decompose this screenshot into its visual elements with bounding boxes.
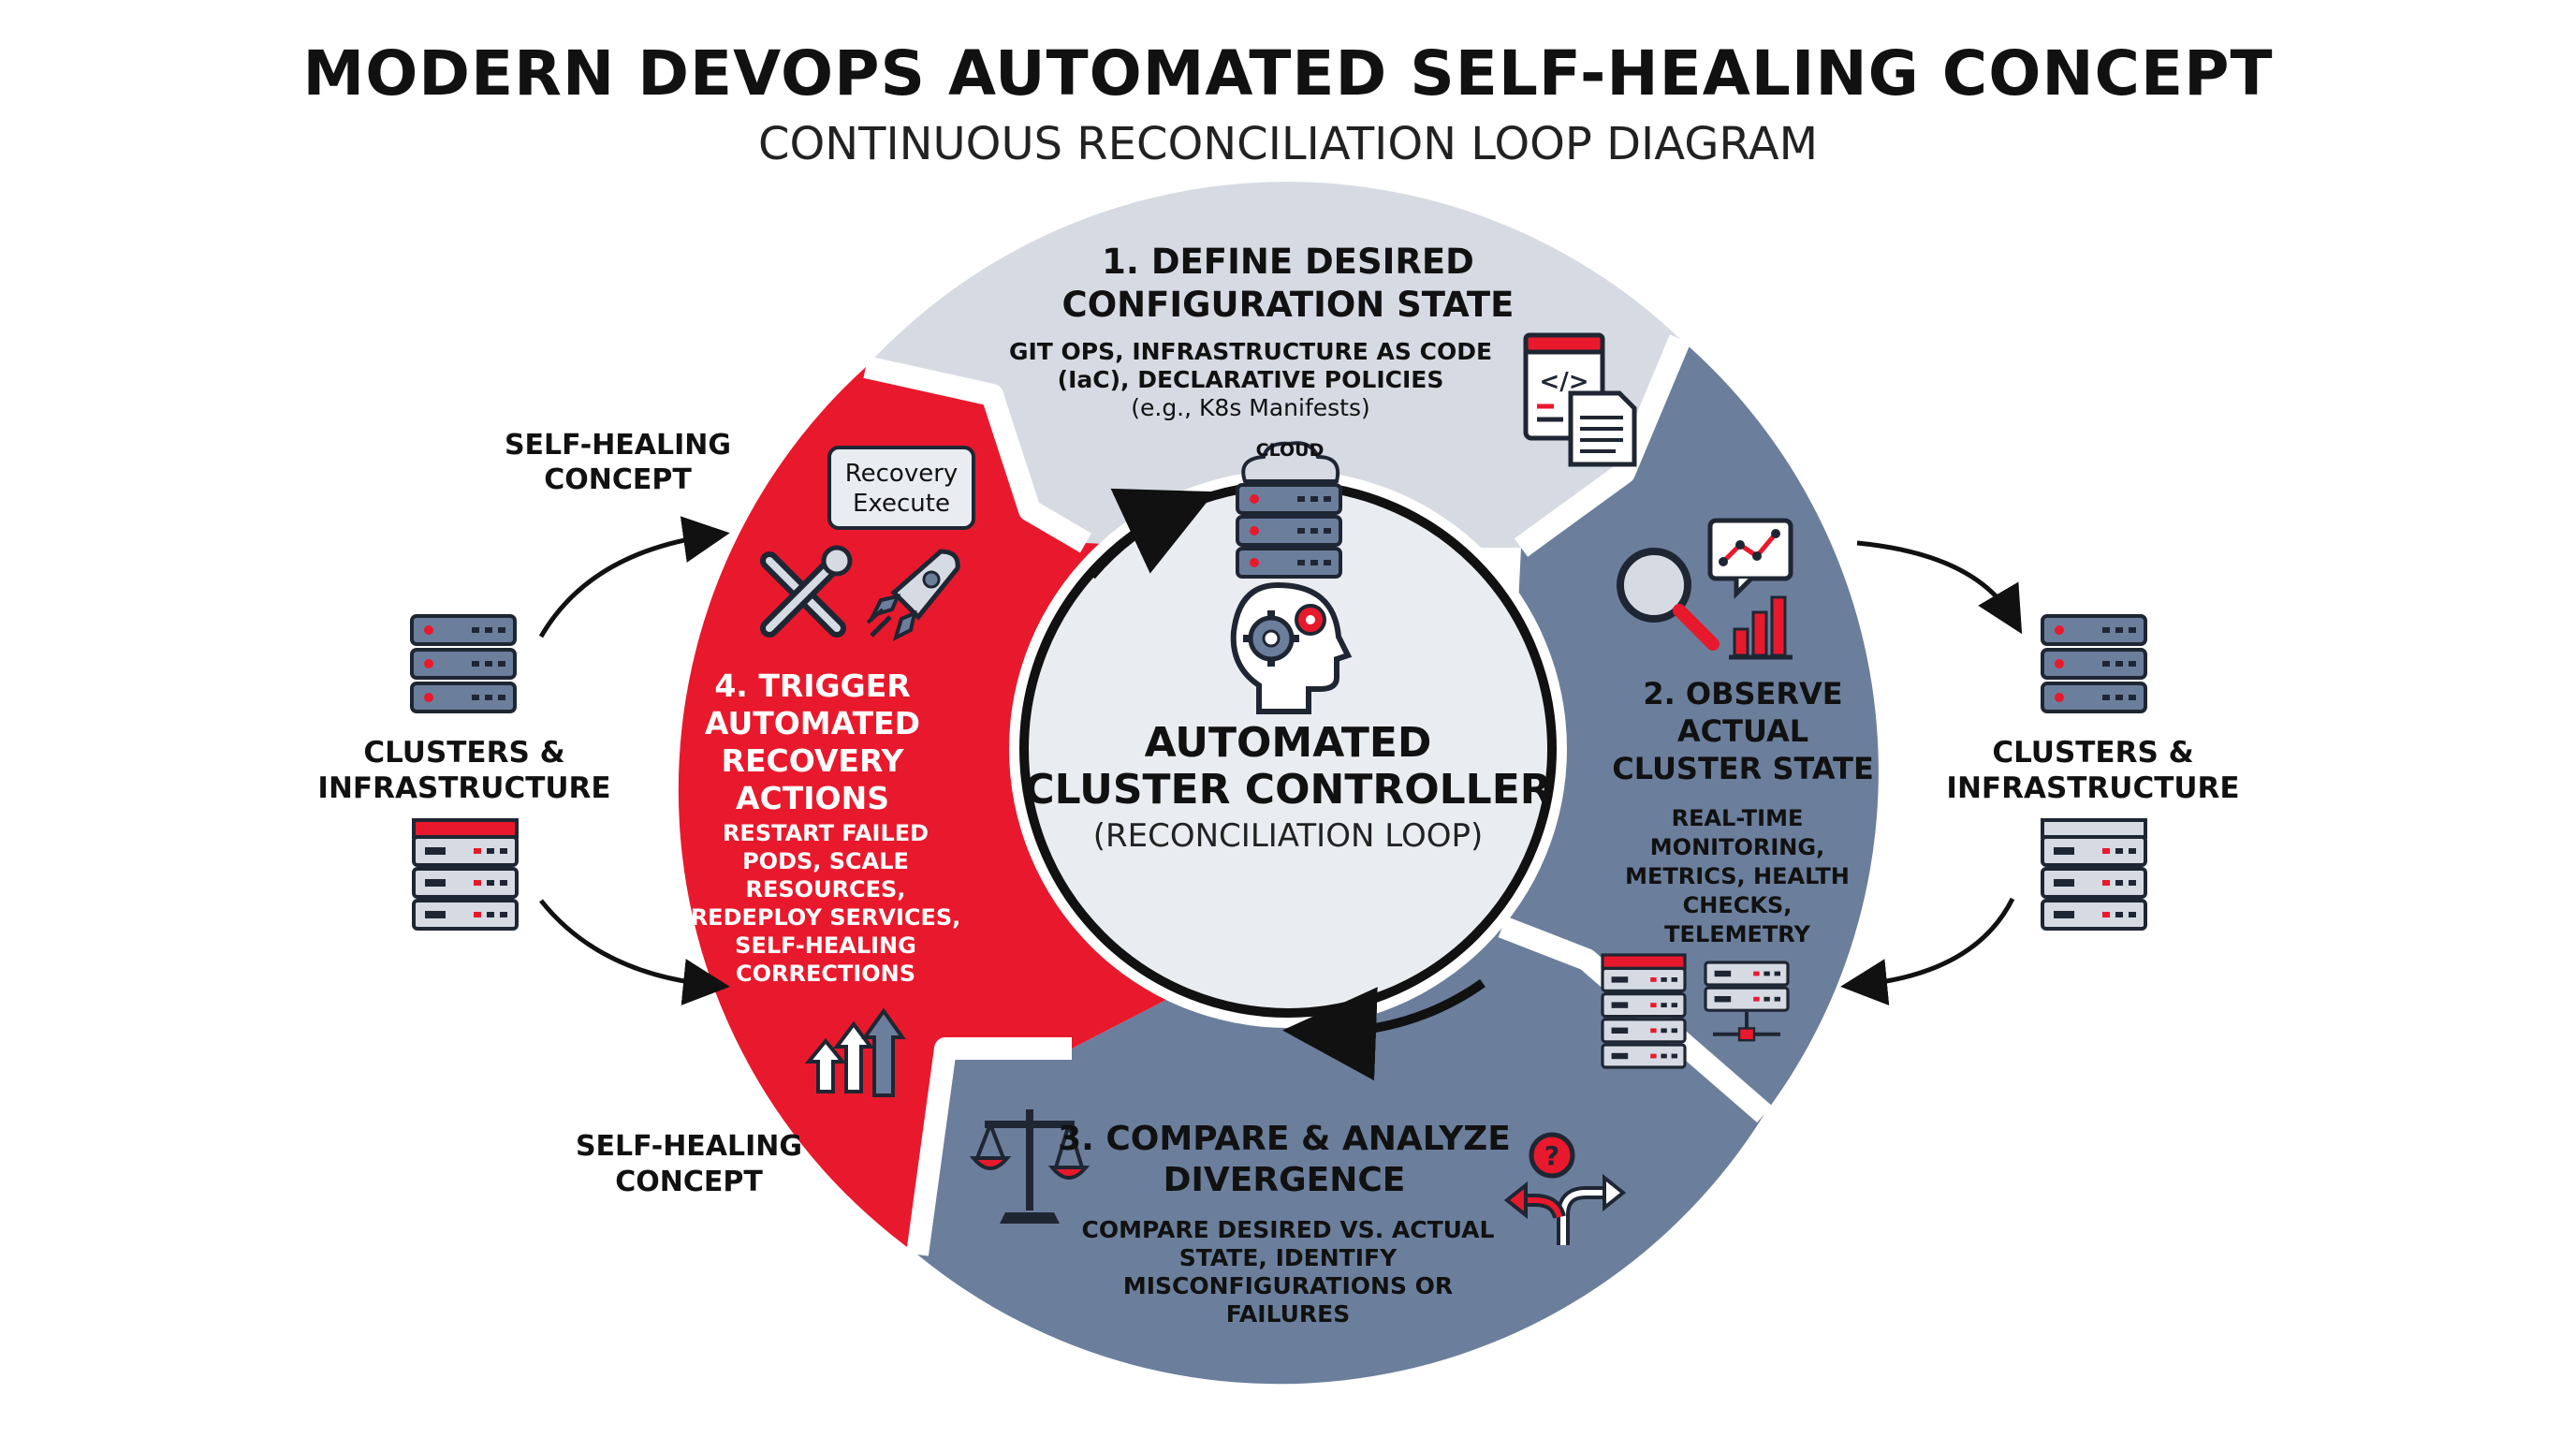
- loop-arrow-top: [1088, 488, 1216, 580]
- step4-desc-line1: RESTART FAILED: [723, 820, 929, 846]
- cloud-label: CLOUD: [1256, 440, 1325, 461]
- step1-desc-line2: (IaC), DECLARATIVE POLICIES: [1058, 366, 1444, 393]
- step4-title-line2: AUTOMATED: [705, 705, 920, 741]
- step1-desc-line1: GIT OPS, INFRASTRUCTURE AS CODE: [1009, 338, 1492, 365]
- step3-segment: [917, 927, 1764, 1385]
- step1-title-line1: 1. DEFINE DESIRED: [1102, 242, 1474, 282]
- step4-badge-line2: Execute: [853, 490, 950, 518]
- step2-desc-line1: REAL-TIME: [1672, 805, 1804, 831]
- step4-desc-line4: REDEPLOY SERVICES,: [691, 904, 961, 931]
- growth-arrows-icon: [804, 1007, 906, 1097]
- step4-desc-line6: CORRECTIONS: [736, 961, 915, 987]
- step3-title-line1: 3. COMPARE & ANALYZE: [1058, 1120, 1511, 1158]
- magnifier-icon: [1617, 548, 1720, 651]
- step3-desc-line3: MISCONFIGURATIONS OR: [1123, 1272, 1453, 1299]
- scales-icon: [969, 1109, 1090, 1224]
- recovery-execute-badge: [827, 446, 975, 530]
- left-bottom-label-line1: SELF-HEALING: [576, 1130, 802, 1163]
- loop-arrow-bottom: [1282, 978, 1486, 1081]
- rocket-icon: [866, 549, 960, 641]
- step1-desc-line3: (e.g., K8s Manifests): [1131, 394, 1370, 421]
- segment-separators: [863, 334, 1772, 1256]
- center-title-line2: CLUSTER CONTROLLER: [1024, 766, 1551, 814]
- step2-title-line3: CLUSTER STATE: [1612, 751, 1874, 786]
- step3-title-line2: DIVERGENCE: [1164, 1161, 1406, 1199]
- cloud-server-icon: [1236, 441, 1342, 579]
- right-top-arrow: [1856, 540, 2023, 635]
- step4-desc-line5: SELF-HEALING: [735, 932, 916, 959]
- step2-desc-line4: CHECKS,: [1683, 892, 1793, 918]
- right-cluster-line1: CLUSTERS &: [1992, 736, 2193, 770]
- wrench-screwdriver-icon: [760, 545, 853, 638]
- left-top-label-line1: SELF-HEALING: [505, 429, 731, 462]
- step1-title-line2: CONFIGURATION STATE: [1062, 285, 1515, 325]
- step3-desc-line2: STATE, IDENTIFY: [1179, 1244, 1398, 1271]
- step4-title-line1: 4. TRIGGER: [714, 668, 910, 704]
- left-bottom-arrow: [539, 899, 730, 1005]
- analytics-chart-icon: [1707, 518, 1793, 660]
- step2-desc-line2: MONITORING,: [1650, 834, 1824, 860]
- left-cluster-line1: CLUSTERS &: [363, 736, 564, 770]
- step3-desc-line4: FAILURES: [1226, 1300, 1351, 1328]
- step4-desc-line3: RESOURCES,: [746, 876, 906, 902]
- right-cluster-line2: INFRASTRUCTURE: [1946, 771, 2239, 805]
- center-subtitle: (RECONCILIATION LOOP): [1093, 817, 1483, 855]
- step2-title-line1: 2. OBSERVE: [1643, 676, 1842, 712]
- step4-desc-line2: PODS, SCALE: [742, 848, 909, 874]
- left-server-stack-top: [410, 614, 517, 713]
- left-top-label-line2: CONCEPT: [544, 463, 692, 496]
- step4-title-line3: RECOVERY: [722, 742, 905, 779]
- page-title: MODERN DEVOPS AUTOMATED SELF-HEALING CON…: [302, 37, 2274, 110]
- step2-desc-line3: METRICS, HEALTH: [1625, 863, 1850, 889]
- code-document-icon: </>: [1523, 332, 1637, 467]
- step4-badge-line1: Recovery: [845, 460, 959, 488]
- svg-text:?: ?: [1544, 1140, 1559, 1171]
- center-title-line1: AUTOMATED: [1145, 719, 1432, 767]
- left-bottom-label-line2: CONCEPT: [615, 1166, 763, 1198]
- divergence-question-icon: ?: [1503, 1132, 1627, 1245]
- right-server-stack-bottom: [2041, 818, 2147, 931]
- left-cluster-line2: INFRASTRUCTURE: [317, 771, 610, 805]
- right-server-stack-top: [2041, 614, 2147, 713]
- step2-title-line2: ACTUAL: [1677, 713, 1808, 749]
- page-subtitle: CONTINUOUS RECONCILIATION LOOP DIAGRAM: [757, 118, 1819, 170]
- network-servers-icon: [1601, 953, 1790, 1069]
- step4-title-line4: ACTIONS: [736, 780, 889, 816]
- left-server-stack-bottom: [412, 818, 519, 931]
- right-bottom-arrow: [1840, 897, 2015, 1005]
- step1-segment: [866, 182, 1680, 548]
- left-top-arrow: [538, 516, 730, 638]
- step2-desc-line5: TELEMETRY: [1664, 921, 1810, 947]
- step3-desc-line1: COMPARE DESIRED VS. ACTUAL: [1082, 1216, 1495, 1243]
- ai-brain-gears-icon: [1230, 581, 1353, 714]
